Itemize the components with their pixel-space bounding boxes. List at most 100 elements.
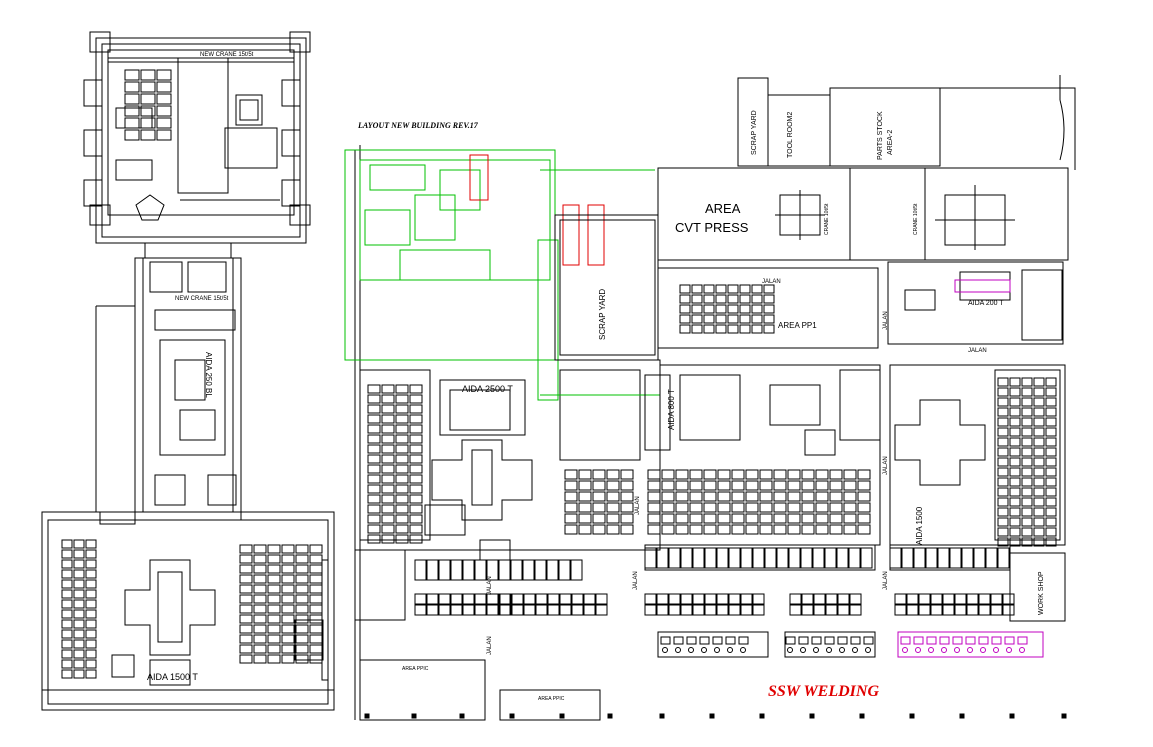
rack-cell xyxy=(680,547,693,569)
rack-cell xyxy=(829,491,843,502)
welding-station xyxy=(902,647,908,653)
rack-cell xyxy=(1021,437,1033,447)
welding-station xyxy=(714,647,720,653)
welding-station xyxy=(980,647,986,653)
rack-cell xyxy=(997,547,1010,569)
welding-unit xyxy=(712,636,723,645)
welding-unit xyxy=(798,636,809,645)
rack-cell xyxy=(73,559,85,569)
rack-cell xyxy=(978,604,991,616)
rack-cell xyxy=(661,513,675,524)
rack-cell xyxy=(281,624,295,634)
rack-cell xyxy=(997,487,1009,497)
column-marker xyxy=(364,713,370,719)
rack-cell xyxy=(61,539,73,549)
rack-cell xyxy=(61,649,73,659)
rack-cell xyxy=(498,593,511,605)
rack-cell xyxy=(689,502,703,513)
rack-cell xyxy=(801,513,815,524)
rack-cell xyxy=(61,609,73,619)
rack-cell xyxy=(843,524,857,535)
rack-cell xyxy=(267,554,281,564)
rack-cell xyxy=(647,480,661,491)
rack-cell xyxy=(703,502,717,513)
rack-cell xyxy=(773,480,787,491)
rack-cell xyxy=(704,593,717,605)
rack-cell xyxy=(889,547,902,569)
rack-cell xyxy=(942,604,955,616)
rack-cell xyxy=(498,604,511,616)
rack-cell xyxy=(703,284,715,294)
rack-cell xyxy=(745,491,759,502)
layout-title: LAYOUT NEW BUILDING REV.17 xyxy=(357,121,479,130)
rack-cell xyxy=(815,480,829,491)
rack-cell xyxy=(1045,377,1057,387)
rack-cell xyxy=(801,469,815,480)
rack-cell xyxy=(309,604,323,614)
rack-cell xyxy=(295,614,309,624)
rack-cell xyxy=(656,604,669,616)
rack-cell xyxy=(267,574,281,584)
rack-cell xyxy=(1045,487,1057,497)
rack-cell xyxy=(267,654,281,664)
rack-cell xyxy=(309,554,323,564)
rack-cell xyxy=(450,559,463,581)
rack-cell xyxy=(267,614,281,624)
rack-cell xyxy=(997,407,1009,417)
rack-cell xyxy=(1021,407,1033,417)
rack-cell xyxy=(239,654,253,664)
rack-cell xyxy=(813,604,826,616)
rack-cell xyxy=(997,447,1009,457)
rack-cell xyxy=(1009,517,1021,527)
cvt-press-area xyxy=(657,167,1069,261)
jalan-label-8: JALAN xyxy=(633,571,639,590)
rack-cell xyxy=(815,513,829,524)
rack-cell xyxy=(462,559,475,581)
rack-cell xyxy=(759,513,773,524)
rack-cell xyxy=(679,324,691,334)
rack-cell xyxy=(731,524,745,535)
jalan-label-3: JALAN xyxy=(883,311,889,330)
rack-cell xyxy=(156,105,172,117)
rack-cell xyxy=(752,547,765,569)
rack-cell xyxy=(1009,377,1021,387)
rack-cell xyxy=(997,437,1009,447)
rack-cell xyxy=(997,497,1009,507)
rack-cell xyxy=(739,294,751,304)
rack-cell xyxy=(997,527,1009,537)
rack-cell xyxy=(281,564,295,574)
rack-cell xyxy=(789,593,802,605)
rack-cell xyxy=(578,480,592,491)
rack-cell xyxy=(253,604,267,614)
rack-cell xyxy=(1033,437,1045,447)
rack-cell xyxy=(647,513,661,524)
rack-cell xyxy=(486,559,499,581)
tool-room-label: TOOL ROOM2 xyxy=(787,112,794,158)
rack-cell xyxy=(1009,387,1021,397)
rack-cell xyxy=(85,639,97,649)
rack-cell xyxy=(1009,527,1021,537)
rack-cell xyxy=(691,304,703,314)
rack-cell xyxy=(85,629,97,639)
rack-cell xyxy=(764,547,777,569)
rack-cell xyxy=(836,547,849,569)
rack-cell xyxy=(1033,507,1045,517)
rack-cell xyxy=(978,593,991,605)
rack-cell xyxy=(462,604,475,616)
welding-station xyxy=(800,647,806,653)
rack-cell xyxy=(395,424,409,434)
rack-cell xyxy=(267,584,281,594)
jalan-label-7: JALAN xyxy=(487,636,493,655)
rack-cell xyxy=(715,304,727,314)
rack-cell xyxy=(73,549,85,559)
rack-cell xyxy=(997,467,1009,477)
welding-station xyxy=(852,647,858,653)
rack-cell xyxy=(381,474,395,484)
rack-cell xyxy=(966,593,979,605)
rack-cell xyxy=(73,629,85,639)
rack-cell xyxy=(559,593,572,605)
rack-cell xyxy=(124,129,140,141)
rack-cell xyxy=(1009,407,1021,417)
rack-cell xyxy=(295,554,309,564)
rack-cell xyxy=(124,93,140,105)
